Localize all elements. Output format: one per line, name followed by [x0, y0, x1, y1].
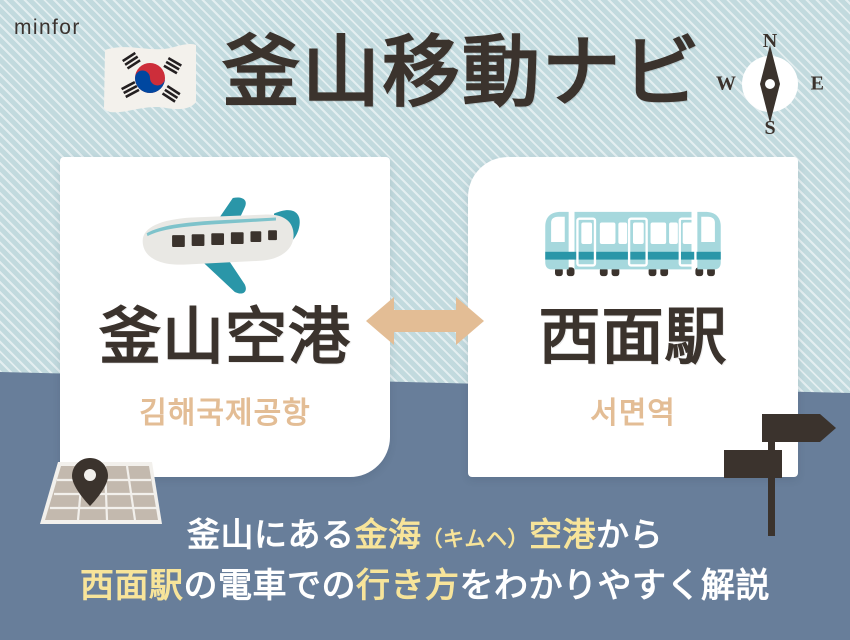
- compass-needle: [760, 45, 780, 123]
- card-title-station: 西面駅: [538, 303, 728, 372]
- card-station[interactable]: 西面駅 서면역: [468, 157, 798, 477]
- compass-label-west: W: [716, 72, 736, 95]
- caption-seg-highlight: 空港: [529, 516, 596, 553]
- map-with-pin-icon: [30, 458, 162, 530]
- compass-label-north: N: [762, 30, 778, 52]
- caption-seg-highlight: 行き方: [356, 567, 460, 605]
- caption-seg-highlight: 西面駅: [80, 567, 184, 605]
- caption-seg: の電車での: [183, 567, 356, 605]
- compass-label-south: S: [764, 117, 776, 139]
- brand-logo: minfor: [14, 16, 81, 39]
- card-title-airport: 釜山空港: [98, 303, 351, 372]
- korea-flag-icon: [100, 40, 200, 118]
- card-subtitle-station: 서면역: [590, 397, 676, 430]
- card-subtitle-airport: 김해국제공항: [139, 397, 311, 430]
- caption-seg-highlight: 金海: [354, 516, 422, 553]
- caption-seg-reading: （キムヘ）: [421, 528, 529, 551]
- caption-block: 釜山にある金海（キムヘ）空港から 西面駅の電車での行き方をわかりやすく解説: [0, 512, 850, 609]
- caption-seg: 釜山にある: [187, 516, 355, 553]
- compass-label-east: E: [810, 72, 824, 95]
- train-icon: [468, 189, 798, 299]
- caption-seg: から: [596, 516, 663, 553]
- caption-line-1: 釜山にある金海（キムヘ）空港から: [0, 512, 850, 563]
- airplane-icon: [60, 189, 390, 299]
- compass-icon: N E S W: [716, 30, 824, 139]
- caption-seg: をわかりやすく解説: [459, 567, 770, 605]
- card-airport[interactable]: 釜山空港 김해국제공항: [60, 157, 390, 477]
- signpost-icon: [710, 406, 840, 538]
- double-arrow-icon: [366, 293, 484, 349]
- page-title: 釜山移動ナビ: [222, 28, 703, 116]
- caption-line-2: 西面駅の電車での行き方をわかりやすく解説: [0, 563, 850, 609]
